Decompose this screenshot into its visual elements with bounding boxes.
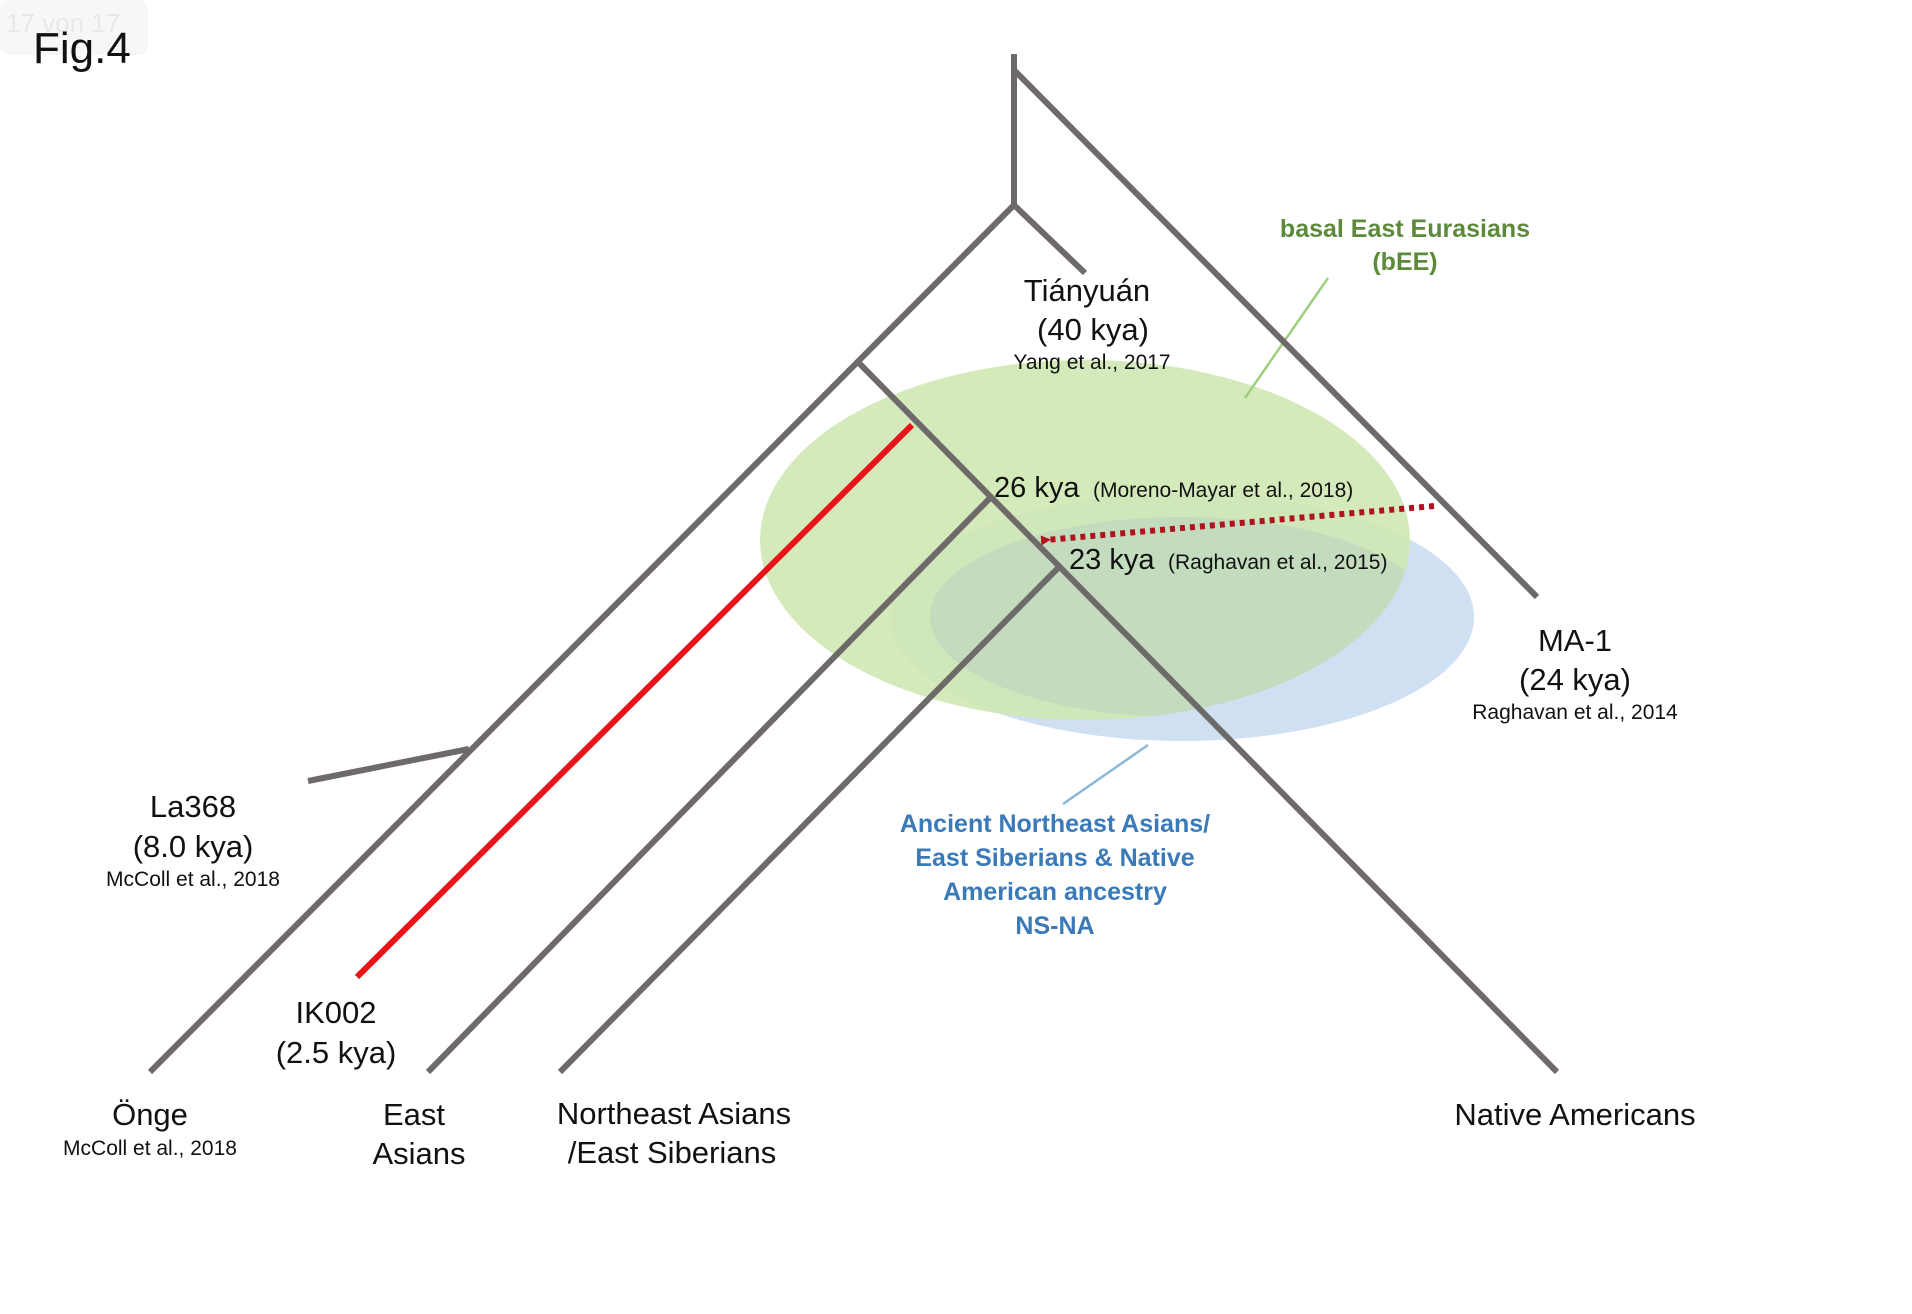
- onge-cite: McColl et al., 2018: [63, 1137, 237, 1160]
- admixture-arrow: [1040, 503, 1435, 546]
- onge-name: Önge: [112, 1097, 188, 1132]
- ne-asians-line2: /East Siberians: [568, 1135, 777, 1170]
- nsna-label-line1: Ancient Northeast Asians/: [900, 810, 1210, 838]
- tianyuan-name: Tiányuán: [1024, 273, 1150, 308]
- ne-asians-branch: [557, 564, 1062, 1075]
- bee-leader-line: [1243, 277, 1330, 399]
- east-asians-line1: East: [383, 1097, 445, 1132]
- la368-name: La368: [150, 789, 236, 824]
- page-indicator: 17 von 17: [6, 8, 120, 38]
- onge-branch: [147, 202, 1017, 1075]
- native-americans-name: Native Americans: [1454, 1097, 1695, 1132]
- split23-age: 23 kya: [1069, 544, 1155, 576]
- bee-label-line2: (bEE): [1372, 248, 1437, 276]
- la368-age: (8.0 kya): [133, 829, 254, 864]
- ne-asians-line1: Northeast Asians: [557, 1096, 791, 1131]
- tianyuan-cite: Yang et al., 2017: [1013, 351, 1170, 374]
- ik002-branch: [354, 422, 915, 980]
- nsna-leader-line: [1062, 743, 1149, 806]
- split26-cite: (Moreno-Mayar et al., 2018): [1093, 479, 1353, 502]
- ik002-name: IK002: [295, 995, 376, 1030]
- page-indicator-badge: [0, 0, 148, 55]
- east-asians-branch: [425, 494, 994, 1075]
- ik002-age: (2.5 kya): [276, 1035, 397, 1070]
- ma1-cite: Raghavan et al., 2014: [1472, 701, 1678, 724]
- east-asians-line2: Asians: [372, 1136, 465, 1171]
- la368-cite: McColl et al., 2018: [106, 868, 280, 891]
- native-americans-branch: [855, 359, 1560, 1075]
- nsna-label-line3: American ancestry: [943, 878, 1167, 906]
- bee-label-line1: basal East Eurasians: [1280, 215, 1530, 243]
- nsna-label-line2: East Siberians & Native: [915, 844, 1194, 872]
- ma1-age: (24 kya): [1519, 662, 1631, 697]
- ma1-branch: [1011, 67, 1540, 600]
- nsna-label-line4: NS-NA: [1015, 912, 1094, 940]
- tianyuan-branch: [1011, 202, 1088, 276]
- tianyuan-age: (40 kya): [1037, 312, 1149, 347]
- split23-cite: (Raghavan et al., 2015): [1168, 551, 1387, 574]
- split26-age: 26 kya: [994, 472, 1080, 504]
- la368-branch: [307, 746, 470, 784]
- figure-label: Fig.4: [33, 24, 131, 73]
- ma1-name: MA-1: [1538, 623, 1612, 658]
- tree-branches: [147, 54, 1560, 1075]
